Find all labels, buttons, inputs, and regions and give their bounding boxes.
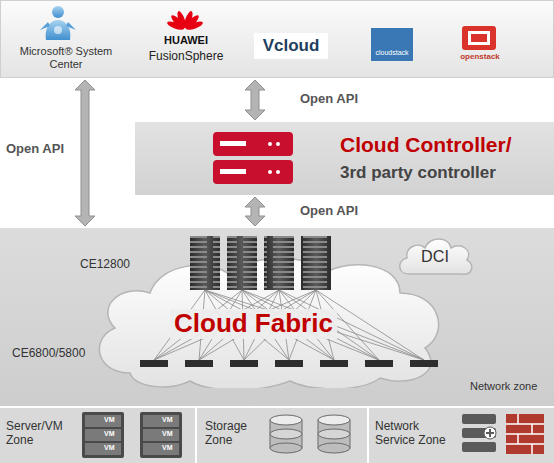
network-service-zone-box: Network Service Zone	[369, 408, 554, 463]
api-arrow	[75, 80, 95, 226]
network-service-icon	[462, 414, 544, 454]
vm-tag: VM	[104, 444, 115, 452]
platform-logo-text: Vcloud	[254, 33, 328, 59]
controller-subtitle: 3rd party controller	[340, 163, 496, 183]
controller-server-icon	[213, 132, 293, 184]
vm-tag: VM	[162, 444, 173, 452]
fabric-cloud: Cloud Fabric	[90, 253, 450, 388]
core-switch-rack	[190, 236, 331, 290]
controller-box: Cloud Controller/3rd party controller	[135, 122, 554, 195]
dci-label: DCI	[395, 247, 475, 266]
platform-name: Microsoft® System Center	[11, 45, 121, 70]
dci-cloud: DCI	[395, 234, 475, 280]
platform-logo-text: cloudstack	[371, 28, 413, 61]
controller-title: Cloud Controller/	[340, 133, 512, 157]
device-model: CE6800/5800	[12, 347, 85, 361]
edge-label: Open API	[300, 204, 358, 219]
vm-tag: VM	[104, 430, 115, 438]
vm-tag: VM	[162, 430, 173, 438]
edge-label: Open API	[300, 92, 358, 107]
platform-logo-text: openstack	[448, 52, 512, 61]
platform-band: Microsoft® System Center HUAWEI FusionSphe…	[0, 0, 554, 78]
storage-zone-box: Storage Zone	[197, 408, 367, 463]
platform-name: FusionSphere	[136, 50, 236, 64]
zone-label: Network zone	[470, 380, 537, 393]
api-arrow	[245, 80, 265, 120]
network-zone-box: Network zone DCI Cloud Fabric	[0, 228, 554, 406]
vendor-name: HUAWEI	[151, 34, 221, 47]
zone-label: Network Service Zone	[375, 420, 455, 448]
edge-label: Open API	[6, 142, 64, 157]
openstack-logo	[462, 26, 496, 50]
system-center-logo	[40, 6, 76, 40]
vm-tag: VM	[162, 416, 173, 424]
zone-label: Server/VM Zone	[6, 420, 78, 448]
storage-disk-icon	[270, 415, 350, 453]
device-model: CE12800	[80, 258, 130, 272]
server-rack-icon	[82, 412, 182, 458]
fabric-title: Cloud Fabric	[170, 309, 337, 339]
api-arrow	[245, 197, 265, 226]
zone-label: Storage Zone	[205, 420, 263, 448]
access-switch	[140, 360, 438, 367]
vm-tag: VM	[104, 416, 115, 424]
huawei-logo	[166, 10, 204, 31]
